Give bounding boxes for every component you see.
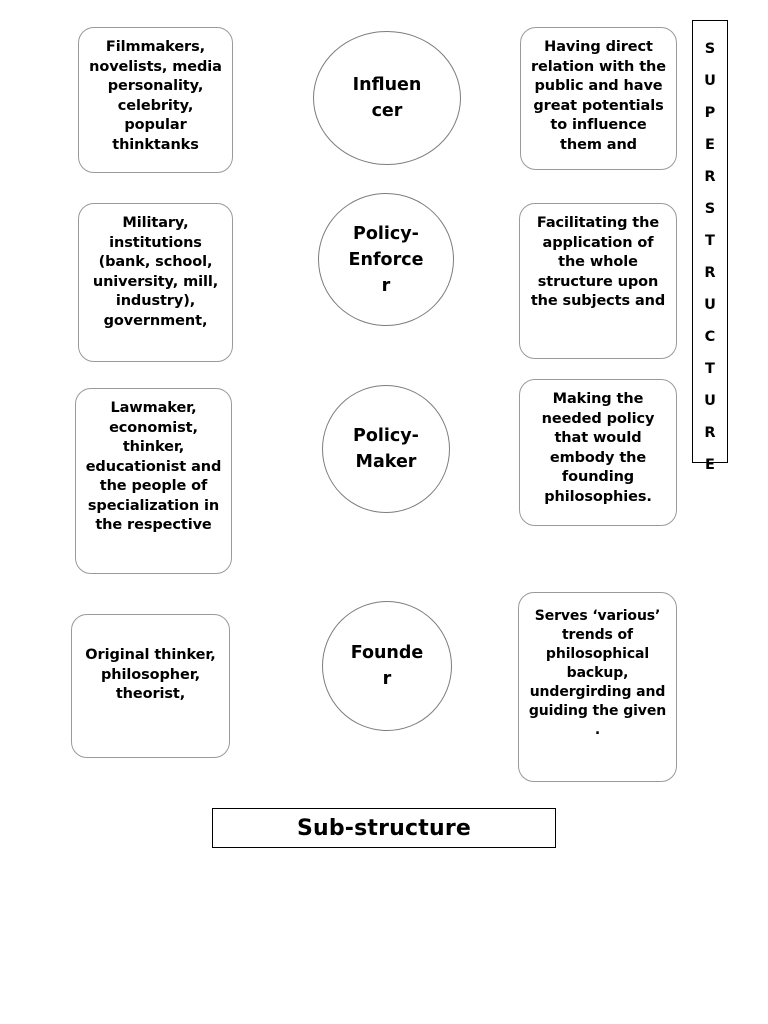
superstructure-letter: E [705, 457, 715, 473]
actors-box-policy-enforcer-text: Military, institutions (bank, school, un… [92, 215, 219, 329]
superstructure-bar[interactable]: S U P E R S T R U C T U R E [692, 20, 728, 473]
superstructure-letter: R [704, 169, 716, 185]
function-box-founder-text: Serves ‘various’ trends of philosophical… [528, 608, 667, 738]
superstructure-letter: U [704, 73, 716, 89]
role-circle-founder[interactable]: Founder [322, 601, 452, 731]
superstructure-letter: U [704, 393, 716, 409]
superstructure-letter: U [704, 297, 716, 313]
superstructure-letter: R [704, 265, 716, 281]
function-box-policy-enforcer-text: Facilitating the application of the whol… [530, 215, 666, 309]
role-circle-influencer[interactable]: Influencer [313, 31, 461, 165]
role-circle-policy-maker-label: Policy-Maker [353, 426, 419, 472]
superstructure-letter: P [704, 105, 716, 121]
superstructure-letter: T [705, 233, 715, 249]
superstructure-letter: R [704, 425, 716, 441]
role-circle-influencer-label: Influencer [352, 75, 422, 121]
superstructure-letter: C [704, 329, 716, 345]
function-box-influencer[interactable]: Having direct relation with the public a… [520, 27, 677, 170]
function-box-policy-maker[interactable]: Making the needed policy that would embo… [519, 379, 677, 526]
actors-box-policy-maker-text: Lawmaker, economist, thinker, educationi… [85, 400, 222, 533]
actors-box-influencer[interactable]: Filmmakers, novelists, media personality… [78, 27, 233, 173]
superstructure-letter: S [704, 41, 716, 57]
actors-box-policy-enforcer[interactable]: Military, institutions (bank, school, un… [78, 203, 233, 362]
actors-box-founder[interactable]: Original thinker, philosopher, theorist, [71, 614, 230, 758]
superstructure-letter: S [704, 201, 716, 217]
actors-box-policy-maker[interactable]: Lawmaker, economist, thinker, educationi… [75, 388, 232, 574]
superstructure-letter: T [705, 361, 715, 377]
role-circle-policy-enforcer[interactable]: Policy-Enforcer [318, 193, 454, 326]
actors-box-founder-text: Original thinker, philosopher, theorist, [85, 647, 216, 702]
function-box-policy-maker-text: Making the needed policy that would embo… [541, 391, 655, 505]
function-box-founder[interactable]: Serves ‘various’ trends of philosophical… [518, 592, 677, 782]
substructure-bar[interactable]: Sub-structure [212, 808, 556, 848]
role-circle-policy-enforcer-label: Policy-Enforcer [348, 223, 424, 296]
actors-box-influencer-text: Filmmakers, novelists, media personality… [89, 39, 222, 153]
function-box-influencer-text: Having direct relation with the public a… [530, 39, 667, 153]
role-circle-founder-label: Founder [350, 643, 424, 689]
substructure-label: Sub-structure [296, 815, 472, 841]
function-box-policy-enforcer[interactable]: Facilitating the application of the whol… [519, 203, 677, 359]
role-circle-policy-maker[interactable]: Policy-Maker [322, 385, 450, 513]
superstructure-letter: E [705, 137, 715, 153]
